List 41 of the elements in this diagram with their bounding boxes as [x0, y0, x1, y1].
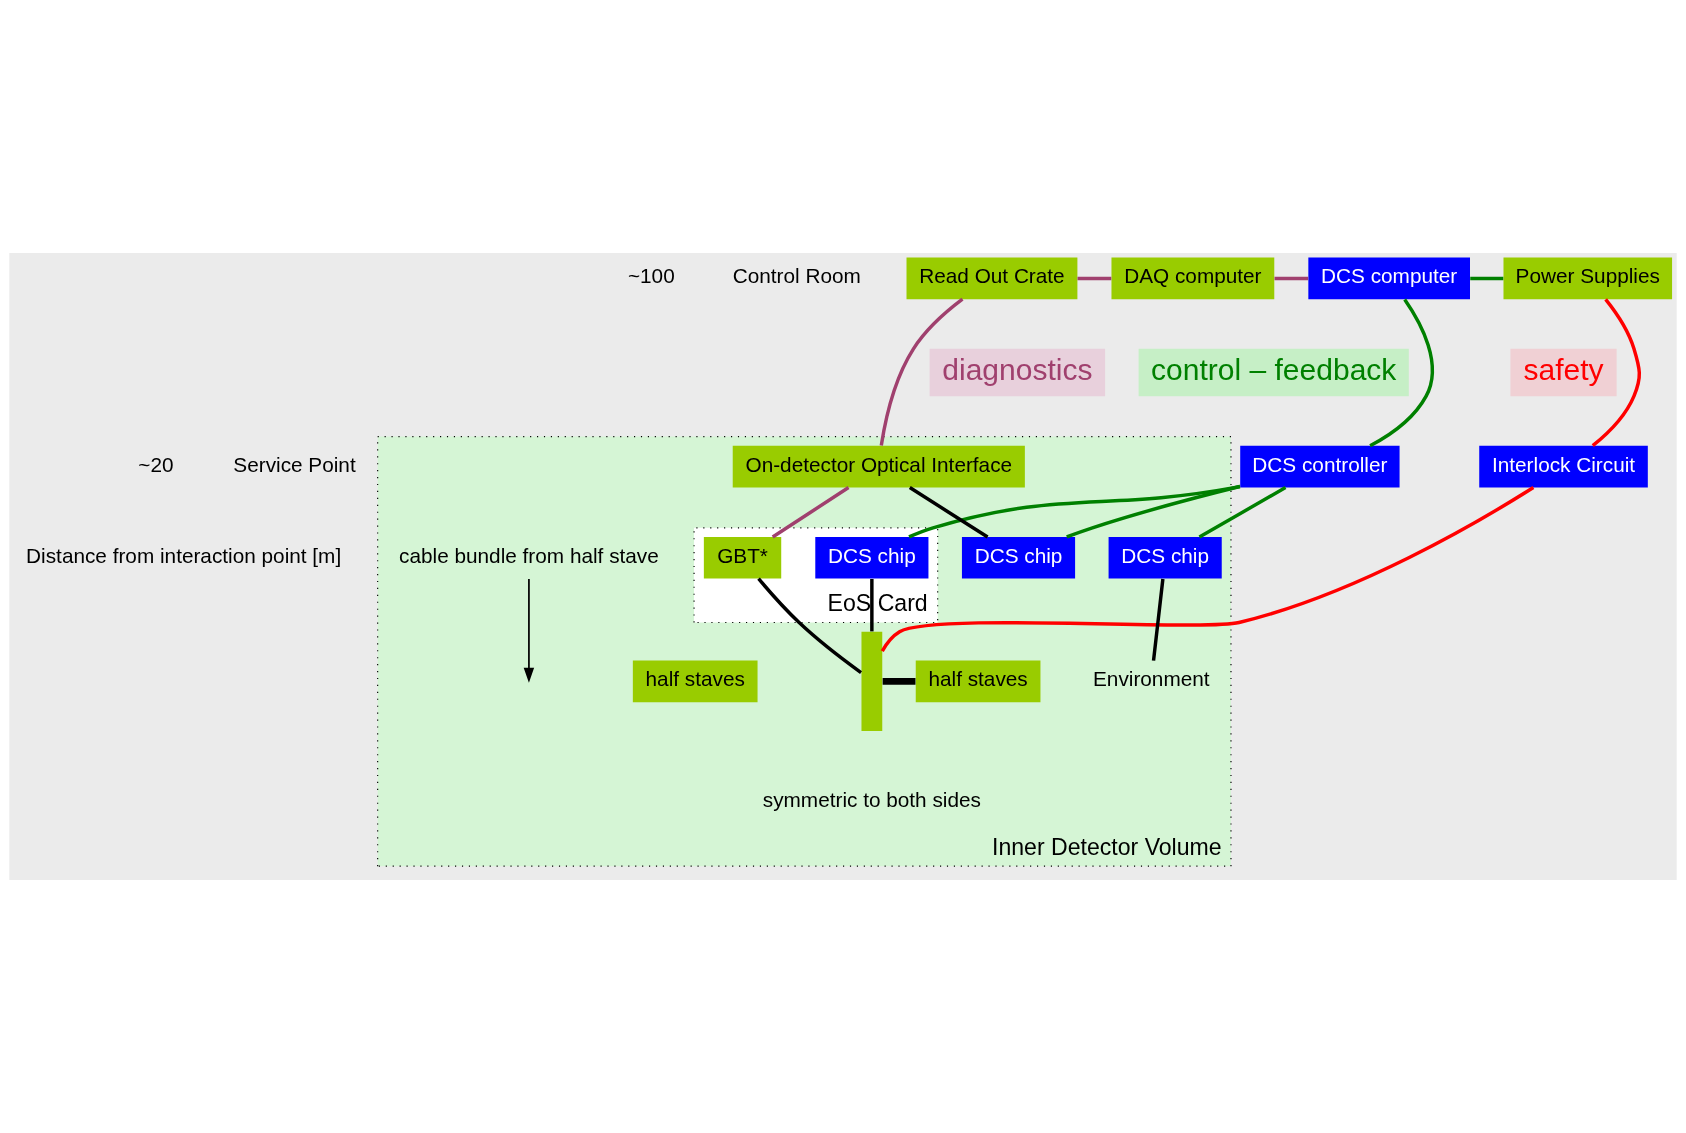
label: Distance from interaction point [m] — [26, 543, 342, 567]
node-box: On-detector Optical Interface — [732, 445, 1025, 488]
node-box: safety — [1510, 348, 1617, 397]
label: symmetric to both sides — [762, 787, 981, 811]
node-box: DCS chip — [1108, 537, 1222, 579]
connector — [1077, 276, 1112, 281]
connector — [757, 577, 863, 674]
connector — [1591, 298, 1642, 448]
connector — [1198, 486, 1287, 539]
node-box: DCS chip — [961, 537, 1076, 579]
node-box: Interlock Circuit — [1479, 445, 1648, 488]
node-box: DCS controller — [1240, 445, 1400, 488]
node-text: cable bundle from half stave — [399, 543, 659, 567]
connector — [1369, 298, 1435, 448]
label: Service Point — [233, 452, 356, 476]
connector — [908, 486, 989, 539]
node-box: DAQ computer — [1111, 257, 1275, 300]
connector — [908, 484, 1241, 539]
arrow — [523, 578, 535, 683]
connector — [1274, 276, 1309, 281]
label: ~100 — [627, 264, 675, 288]
node-box: diagnostics — [929, 348, 1106, 397]
connector — [880, 486, 1535, 653]
connector — [1470, 276, 1504, 281]
connector — [1151, 578, 1165, 661]
label: Control Room — [732, 264, 861, 288]
node-text: Environment — [1093, 667, 1210, 691]
node-box: half staves — [915, 660, 1041, 703]
node-box: DCS chip — [815, 537, 929, 579]
connector — [882, 677, 916, 685]
node-box: DCS computer — [1308, 257, 1470, 300]
connector — [870, 579, 874, 632]
label: ~20 — [138, 452, 174, 476]
node-bar — [861, 631, 883, 732]
connector — [879, 297, 964, 446]
node-box: half staves — [632, 660, 758, 703]
node-box: Read Out Crate — [906, 257, 1078, 300]
node-box: GBT* — [703, 537, 782, 579]
node-box: control – feedback — [1138, 348, 1409, 397]
node-box: Power Supplies — [1503, 257, 1673, 300]
connector — [771, 486, 850, 539]
